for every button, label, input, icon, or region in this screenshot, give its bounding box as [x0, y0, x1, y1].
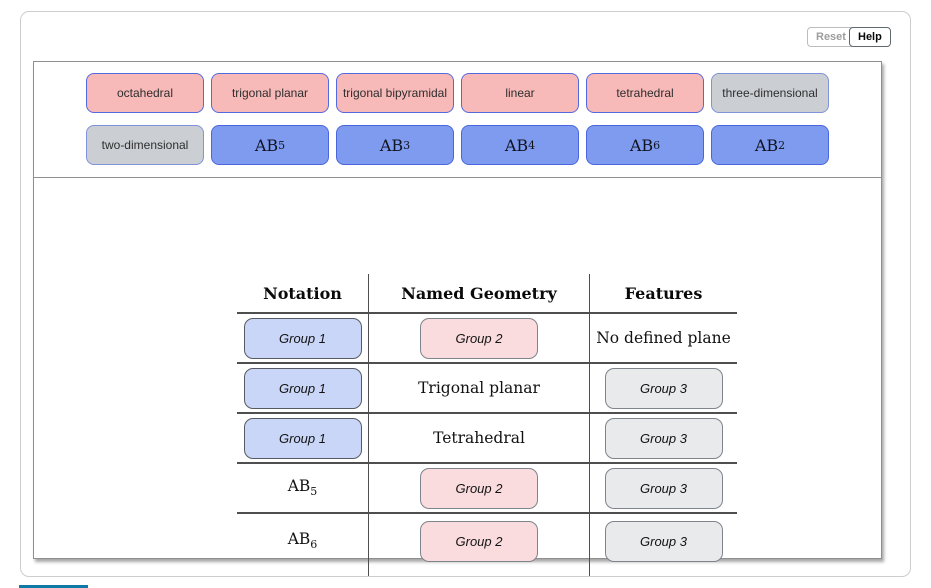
chip-ab3-sub: 3: [403, 138, 411, 152]
header-features: Features: [624, 283, 703, 303]
panel-divider: [34, 177, 881, 178]
notation-text-ab5: AB5: [287, 477, 318, 499]
slot-group-3[interactable]: Group 3: [604, 367, 723, 409]
slot-group-3[interactable]: Group 3: [604, 520, 723, 562]
slot-group-3[interactable]: Group 3: [604, 417, 723, 459]
chip-ab5-sub: 5: [278, 138, 286, 152]
features-text: No defined plane: [596, 329, 731, 347]
geometry-text: Tetrahedral: [433, 429, 525, 447]
chip-three-dimensional[interactable]: three-dimensional: [711, 73, 829, 113]
chip-ab5-base: AB: [254, 135, 279, 155]
reset-button[interactable]: Reset: [807, 27, 855, 47]
chip-ab3-base: AB: [379, 135, 404, 155]
slot-group-1[interactable]: Group 1: [243, 317, 362, 359]
drag-drop-panel: octahedral trigonal planar trigonal bipy…: [33, 61, 882, 576]
clipped-bottom-element[interactable]: [19, 585, 88, 588]
chip-tetrahedral[interactable]: tetrahedral: [586, 73, 704, 113]
chip-ab6-base: AB: [629, 135, 654, 155]
chip-ab4-base: AB: [504, 135, 529, 155]
table-row: AB6 Group 2 Group 3: [237, 514, 737, 568]
table-header-row: Notation Named Geometry Features: [237, 274, 737, 314]
chip-bank-row-1: octahedral trigonal planar trigonal bipy…: [34, 73, 881, 113]
geometry-table: Notation Named Geometry Features Group 1…: [237, 274, 737, 576]
chip-ab2-sub: 2: [778, 138, 786, 152]
slot-group-3[interactable]: Group 3: [604, 467, 723, 509]
header-notation: Notation: [237, 274, 369, 312]
slot-group-1[interactable]: Group 1: [243, 417, 362, 459]
table-row: AB5 Group 2 Group 3: [237, 464, 737, 514]
chip-trigonal-planar[interactable]: trigonal planar: [211, 73, 329, 113]
help-button[interactable]: Help: [849, 27, 891, 47]
chip-ab4-sub: 4: [528, 138, 536, 152]
slot-group-2[interactable]: Group 2: [420, 317, 538, 359]
notation-text-ab6: AB6: [287, 530, 318, 552]
table-row: Group 1 Trigonal planar Group 3: [237, 364, 737, 414]
slot-group-1[interactable]: Group 1: [243, 367, 362, 409]
chip-ab6-sub: 6: [653, 138, 661, 152]
chip-two-dimensional[interactable]: two-dimensional: [86, 125, 204, 165]
table-row: Group 1 Tetrahedral Group 3: [237, 414, 737, 464]
chip-trigonal-bipyramidal[interactable]: trigonal bipyramidal: [336, 73, 454, 113]
chip-ab2-base: AB: [754, 135, 779, 155]
slot-group-2[interactable]: Group 2: [420, 520, 538, 562]
table-bottom-overhang: [237, 568, 737, 576]
slot-group-2[interactable]: Group 2: [420, 467, 538, 509]
chip-linear[interactable]: linear: [461, 73, 579, 113]
geometry-text: Trigonal planar: [418, 379, 540, 397]
table-row: Group 1 Group 2 No defined plane: [237, 314, 737, 364]
chip-octahedral[interactable]: octahedral: [86, 73, 204, 113]
header-named-geometry: Named Geometry: [369, 274, 590, 312]
